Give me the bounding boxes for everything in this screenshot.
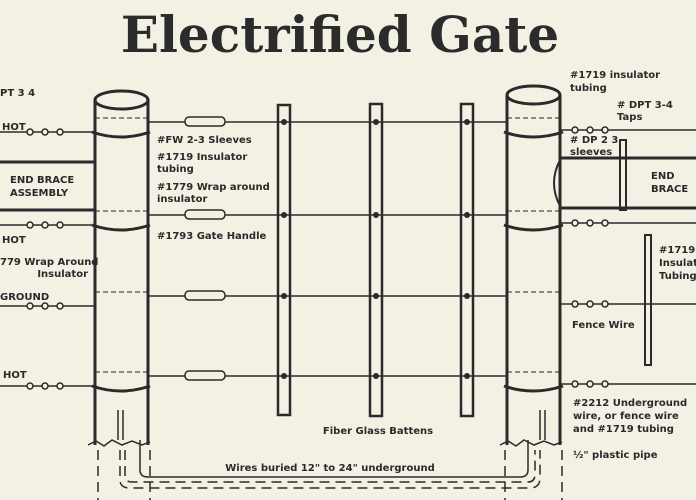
wrap-around-insulator	[91, 384, 151, 393]
insulator-sleeve	[601, 300, 609, 308]
insulator-sleeve	[586, 380, 594, 388]
label-hot-2: HOT	[2, 235, 26, 246]
label-dpt-taps: # DPT 3-4	[617, 100, 673, 111]
label-tubing: tubing	[157, 164, 194, 175]
batten-clip	[281, 212, 287, 218]
insulator-sleeve	[56, 382, 64, 390]
insulator-sleeve	[571, 380, 579, 388]
diagram-title: Electrified Gate	[121, 5, 559, 64]
label-insulator-2: insulator	[157, 194, 207, 205]
insulator-sleeve	[26, 302, 34, 310]
insulator-sleeve	[41, 221, 49, 229]
batten-clip	[281, 119, 287, 125]
insulator-sleeve	[571, 126, 579, 134]
label-plastic-pipe: ½" plastic pipe	[573, 450, 658, 461]
label-assembly: ASSEMBLY	[10, 188, 69, 199]
insulator-sleeve	[586, 300, 594, 308]
left-gate-post	[87, 89, 151, 447]
gate-handle	[184, 116, 226, 127]
insulator-sleeve	[41, 302, 49, 310]
label-brace: BRACE	[651, 184, 688, 195]
batten-clip	[464, 119, 470, 125]
label-dp-sleeves: # DP 2 3	[570, 135, 618, 146]
label-buried-wires: Wires buried 12" to 24" underground	[225, 463, 434, 474]
label-tubing-top: tubing	[570, 83, 607, 94]
gate-handle	[184, 209, 226, 220]
left-end-brace	[0, 160, 95, 212]
insulator-sleeve	[56, 128, 64, 136]
batten	[368, 102, 384, 418]
label-end: END	[651, 171, 675, 182]
fence-wires	[0, 116, 696, 393]
label-insulator: Insulator	[37, 269, 88, 280]
label-1719: #1719	[659, 245, 695, 256]
batten-clip	[464, 293, 470, 299]
label-fence-wire-alt: wire, or fence wire	[573, 411, 679, 422]
batten-clip	[373, 119, 379, 125]
label-hot-3: HOT	[3, 370, 27, 381]
insulator-sleeve	[26, 128, 34, 136]
wrap-around-insulator	[503, 384, 564, 393]
label-hot-1: HOT	[2, 122, 26, 133]
insulator-sleeve	[41, 382, 49, 390]
batten-clip	[373, 293, 379, 299]
insulator-sleeve	[56, 302, 64, 310]
wrap-around-insulator	[91, 130, 151, 139]
wrap-around-insulator	[91, 223, 151, 232]
insulator-sleeve	[586, 219, 594, 227]
label-wrap-around-insulator: #1779 Wrap around	[157, 182, 270, 193]
insulator-sleeve	[586, 126, 594, 134]
batten-clip	[373, 212, 379, 218]
insulator-sleeve	[601, 380, 609, 388]
batten-clip	[464, 212, 470, 218]
batten	[276, 103, 292, 417]
label-fence-wire: Fence Wire	[572, 320, 635, 331]
label-taps: Taps	[617, 112, 642, 123]
wrap-around-insulator	[503, 223, 564, 232]
insulator-sleeve	[26, 221, 34, 229]
gate-handle	[184, 370, 226, 381]
fiber-glass-battens	[276, 102, 475, 418]
insulator-sleeve	[56, 221, 64, 229]
insulator-sleeve	[26, 382, 34, 390]
label-tubing-bottom: and #1719 tubing	[573, 424, 674, 435]
insulator-sleeve	[571, 219, 579, 227]
wrap-around-insulator	[503, 130, 564, 139]
batten-clip	[281, 293, 287, 299]
label-insulator-right: Insulator	[659, 258, 696, 269]
label-insulator-tubing-top: #1719 insulator	[570, 70, 660, 81]
insulator-tubing-top	[619, 139, 627, 211]
label-battens: Fiber Glass Battens	[323, 426, 433, 437]
insulator-sleeve	[571, 300, 579, 308]
batten-clip	[464, 373, 470, 379]
label-wrap-around: 779 Wrap Around	[0, 257, 98, 268]
label-ground: GROUND	[0, 292, 49, 303]
label-gate-handle: #1793 Gate Handle	[157, 231, 267, 242]
label-tubing-right: Tubing	[659, 271, 696, 282]
insulator-sleeve	[601, 219, 609, 227]
label-fw-sleeves: #FW 2-3 Sleeves	[157, 135, 252, 146]
label-end-brace: END BRACE	[10, 175, 74, 186]
insulator-tubing-right	[644, 234, 652, 366]
insulator-sleeve	[41, 128, 49, 136]
batten-clip	[373, 373, 379, 379]
label-insulator-tubing: #1719 Insulator	[157, 152, 247, 163]
underground-wiring	[97, 410, 563, 500]
label-sleeves: sleeves	[570, 147, 612, 158]
right-end-brace	[553, 156, 696, 210]
batten-clip	[281, 373, 287, 379]
batten	[459, 102, 475, 418]
gate-handle	[184, 290, 226, 301]
label-underground-wire: #2212 Underground	[573, 398, 687, 409]
insulator-sleeve	[601, 126, 609, 134]
label-dpt: PT 3 4	[0, 88, 35, 99]
